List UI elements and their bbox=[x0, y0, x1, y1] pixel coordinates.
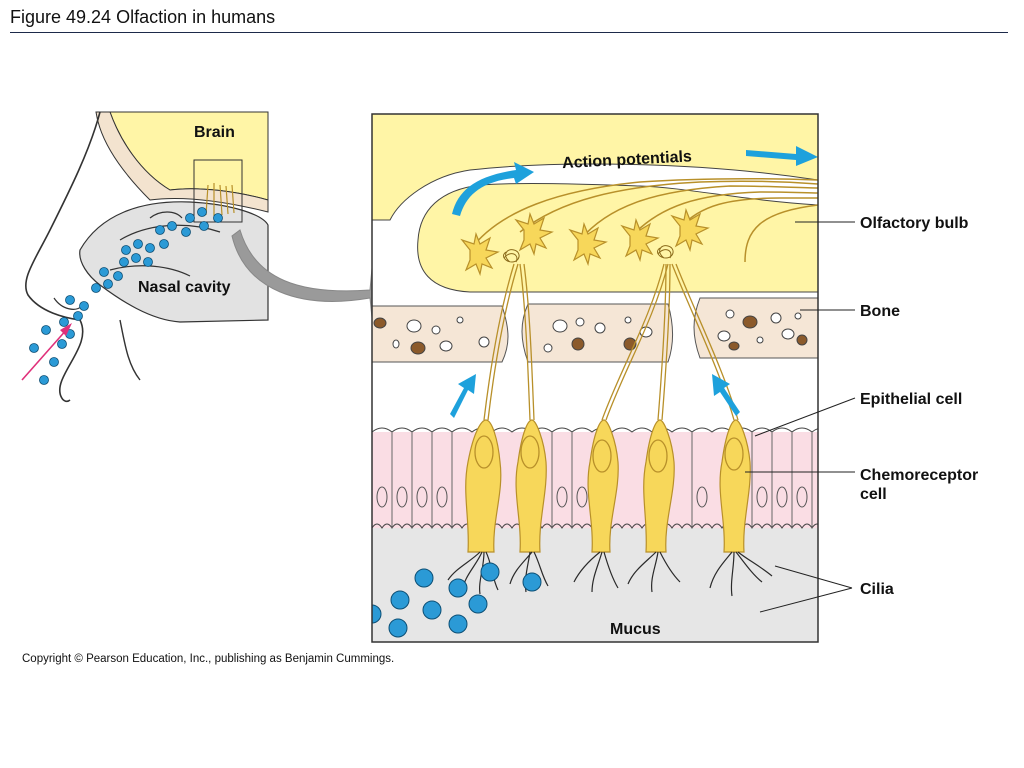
label-cilia: Cilia bbox=[860, 581, 894, 598]
odorant-molecules-inset bbox=[29, 207, 223, 385]
label-epithelial-cell: Epithelial cell bbox=[860, 391, 962, 408]
panel-border bbox=[371, 113, 819, 643]
copyright-notice: Copyright © Pearson Education, Inc., pub… bbox=[22, 653, 395, 665]
leader-lines bbox=[745, 221, 856, 613]
arrow-up-right-icon bbox=[450, 374, 476, 418]
arrow-right-icon bbox=[746, 146, 818, 166]
signal-arrows bbox=[450, 146, 818, 418]
label-chemoreceptor-line2: cell bbox=[860, 486, 887, 503]
head-cross-section bbox=[21, 111, 269, 402]
inhale-arrow-icon bbox=[21, 323, 72, 381]
label-chemoreceptor-line1: Chemoreceptor bbox=[860, 467, 978, 484]
mitral-cells bbox=[460, 207, 710, 277]
title-divider bbox=[10, 32, 1008, 33]
olfactory-bulb bbox=[372, 114, 818, 293]
odorant-molecules bbox=[372, 562, 542, 638]
label-action-potentials: Action potentials bbox=[562, 148, 693, 172]
figure-title: Figure 49.24 Olfaction in humans bbox=[10, 7, 276, 27]
label-brain: Brain bbox=[194, 124, 235, 141]
label-olfactory-bulb: Olfactory bulb bbox=[860, 215, 969, 232]
label-nasal-cavity: Nasal cavity bbox=[138, 279, 231, 296]
label-bone: Bone bbox=[860, 303, 900, 320]
epithelium-panel bbox=[372, 114, 818, 642]
arrow-up-left-small-icon bbox=[712, 374, 740, 416]
label-mucus: Mucus bbox=[610, 621, 661, 638]
arrow-up-left-icon bbox=[452, 162, 534, 216]
